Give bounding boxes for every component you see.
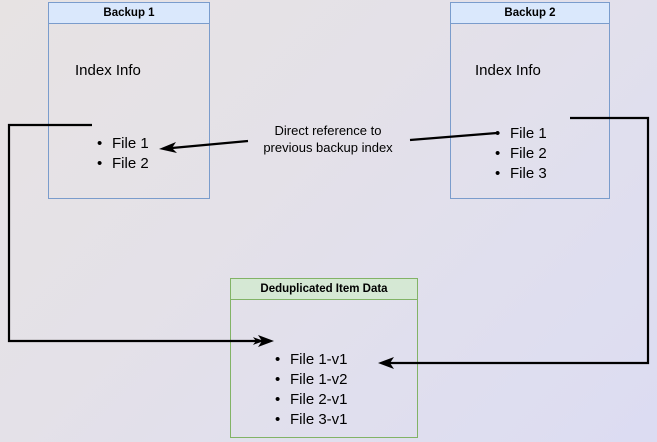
list-item: File 1 (97, 134, 149, 154)
list-item: File 3 (495, 164, 547, 184)
dedup-header: Deduplicated Item Data (230, 278, 418, 300)
backup-2-file-list: File 1 File 2 File 3 (495, 124, 547, 184)
backup-1-body: Index Info File 1 File 2 (48, 24, 210, 199)
deduplicated-item-data-box: Deduplicated Item Data File 1-v1 File 1-… (230, 278, 418, 438)
list-item: File 2 (97, 154, 149, 174)
list-item: File 1-v2 (275, 370, 348, 390)
list-item: File 1 (495, 124, 547, 144)
direct-reference-label-line1: Direct reference to (274, 123, 382, 138)
direct-reference-label-line2: previous backup index (263, 140, 393, 155)
backup-2-header: Backup 2 (450, 2, 610, 24)
backup-1-file-list: File 1 File 2 (97, 134, 149, 174)
backup-2-box: Backup 2 Index Info File 1 File 2 File 3 (450, 2, 610, 199)
list-item: File 1-v1 (275, 350, 348, 370)
backup-1-index-label: Index Info (75, 62, 141, 79)
list-item: File 2 (495, 144, 547, 164)
backup-2-index-label: Index Info (475, 62, 541, 79)
dedup-body: File 1-v1 File 1-v2 File 2-v1 File 3-v1 (230, 300, 418, 438)
list-item: File 2-v1 (275, 390, 348, 410)
list-item: File 3-v1 (275, 410, 348, 430)
backup-1-header: Backup 1 (48, 2, 210, 24)
dedup-file-list: File 1-v1 File 1-v2 File 2-v1 File 3-v1 (275, 350, 348, 430)
backup-1-box: Backup 1 Index Info File 1 File 2 (48, 2, 210, 199)
backup-2-body: Index Info File 1 File 2 File 3 (450, 24, 610, 199)
direct-reference-label: Direct reference to previous backup inde… (248, 122, 408, 156)
